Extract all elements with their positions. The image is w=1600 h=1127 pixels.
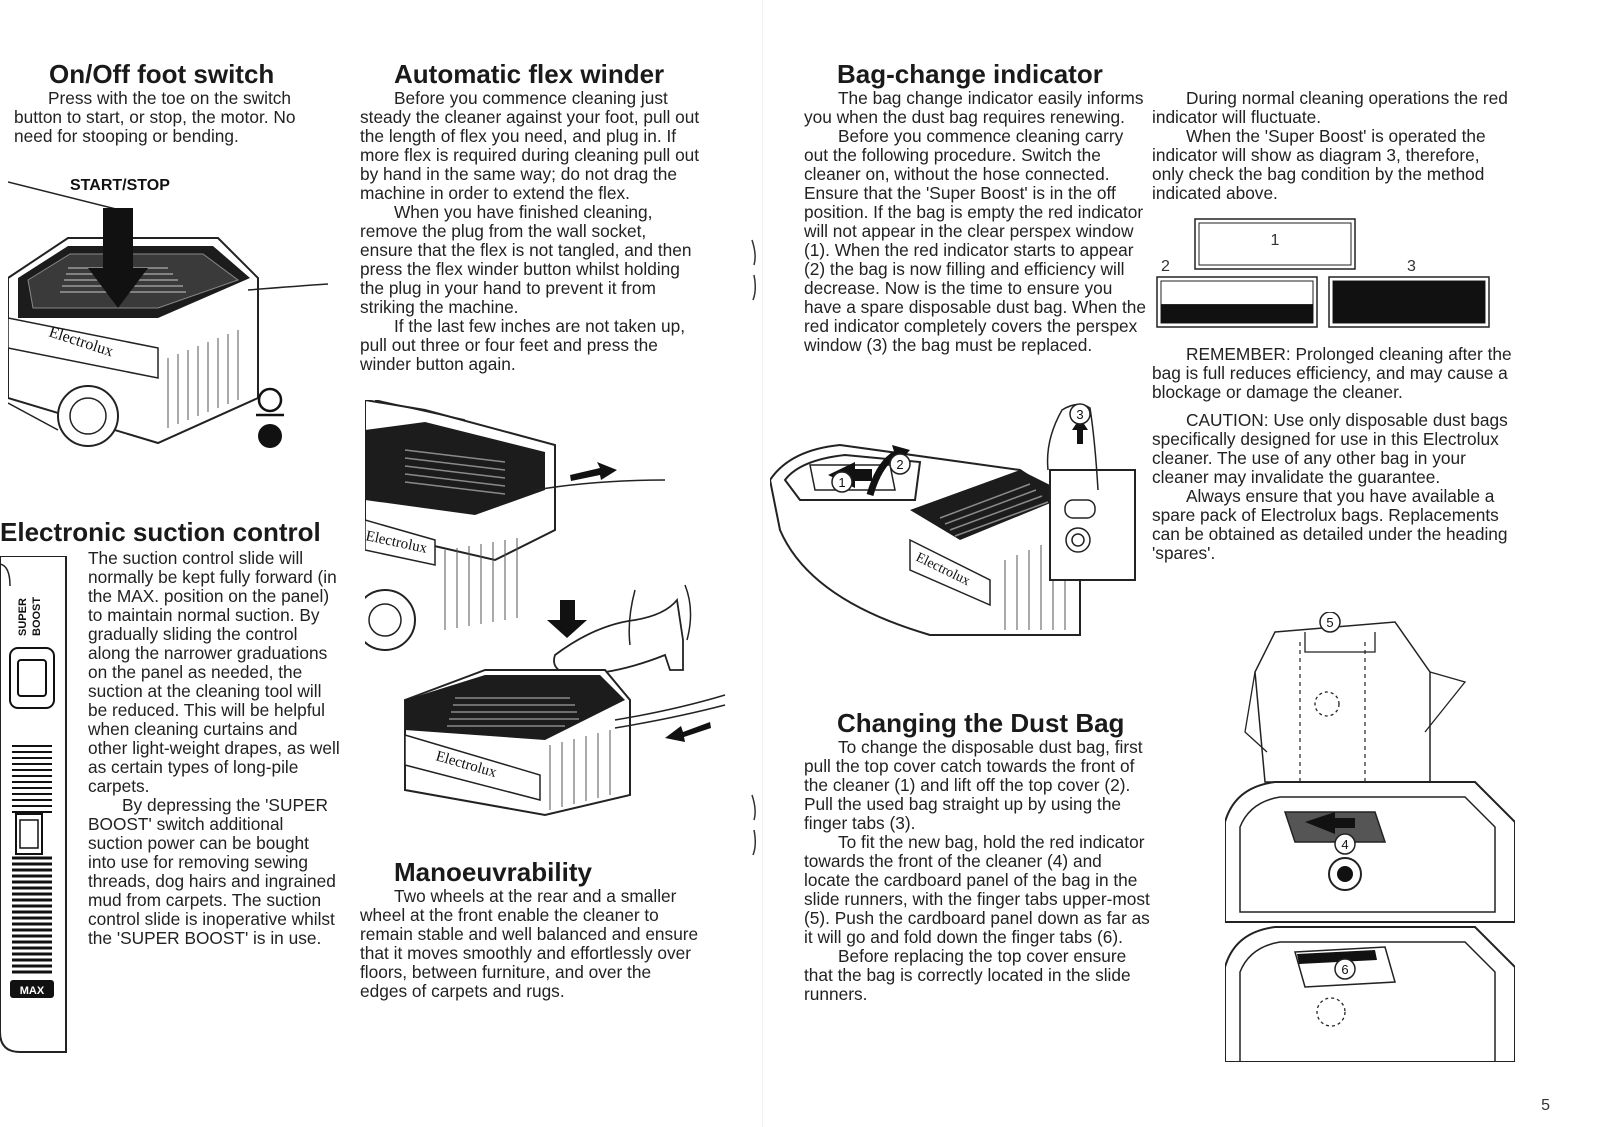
suction-paragraph-1: The suction control slide will normally …	[88, 548, 340, 796]
onoff-title: On/Off foot switch	[49, 59, 275, 89]
bag-callout-3: 3	[1076, 407, 1083, 422]
dustbag-paragraph-3: Before replacing the top cover ensure th…	[804, 946, 1131, 1004]
fit-callout-4: 4	[1341, 837, 1348, 852]
onoff-paragraph: Press with the toe on the switch button …	[14, 88, 296, 146]
warnings: REMEMBER: Prolonged cleaning after the b…	[1152, 345, 1514, 563]
indicator-window-3-fill	[1333, 281, 1485, 323]
flex-paragraph-3: If the last few inches are not taken up,…	[360, 316, 686, 374]
manoeuvrability-title: Manoeuvrability	[394, 857, 592, 887]
suction-title: Electronic suction control	[0, 517, 321, 547]
indicator-diagram: 1 2 3	[1156, 218, 1490, 328]
indicator-window-1-inner	[1198, 222, 1352, 266]
bag-callout-1: 1	[838, 475, 845, 490]
onoff-body: Press with the toe on the switch button …	[14, 89, 330, 146]
dustbag-paragraph-2: To fit the new bag, hold the red indicat…	[804, 832, 1150, 947]
flex-body: Before you commence cleaning just steady…	[360, 89, 702, 374]
bag-callout-2: 2	[896, 457, 903, 472]
super-label: SUPER	[17, 598, 29, 636]
binding-mark-1	[751, 239, 757, 301]
suction-body: The suction control slide will normally …	[88, 549, 340, 948]
remember-paragraph: REMEMBER: Prolonged cleaning after the b…	[1152, 344, 1512, 402]
page-crease	[762, 0, 763, 1127]
indicator-label-2: 2	[1161, 258, 1170, 275]
flex-paragraph-1: Before you commence cleaning just steady…	[360, 88, 700, 203]
fit-callout-6: 6	[1341, 962, 1348, 977]
indicator-paragraph-1: During normal cleaning operations the re…	[1152, 88, 1508, 127]
indicator-label-3: 3	[1407, 258, 1416, 275]
flex-winder-illustration: Electrolux Electrolux	[365, 400, 726, 817]
page-number: 5	[1541, 1097, 1550, 1114]
startstop-label: START/STOP	[70, 177, 170, 194]
flex-title: Automatic flex winder	[394, 59, 665, 89]
bagchange-paragraph-1: The bag change indicator easily informs …	[804, 88, 1144, 127]
dustbag-paragraph-1: To change the disposable dust bag, first…	[804, 737, 1143, 833]
dustbag-body: To change the disposable dust bag, first…	[804, 738, 1152, 1004]
binding-mark-2	[751, 794, 757, 856]
bag-fitting-illustration: 5 4 6	[1225, 612, 1515, 1062]
caution-paragraph: CAUTION: Use only disposable dust bags s…	[1152, 410, 1508, 487]
suction-panel-illustration: SUPER BOOST MAX	[0, 556, 67, 1053]
manoeuvrability-paragraph: Two wheels at the rear and a smaller whe…	[360, 886, 699, 1001]
bagchange-title: Bag-change indicator	[837, 59, 1103, 89]
fit-callout-5: 5	[1326, 615, 1333, 630]
dustbag-title: Changing the Dust Bag	[837, 708, 1125, 738]
indicator-notes: During normal cleaning operations the re…	[1152, 89, 1514, 203]
suction-paragraph-2: By depressing the 'SUPER BOOST' switch a…	[88, 795, 336, 948]
indicator-paragraph-2: When the 'Super Boost' is operated the i…	[1152, 126, 1486, 203]
max-label: MAX	[20, 985, 45, 997]
bagchange-paragraph-2: Before you commence cleaning carry out t…	[804, 126, 1147, 355]
manoeuvrability-body: Two wheels at the rear and a smaller whe…	[360, 887, 702, 1001]
flex-paragraph-2: When you have finished cleaning, remove …	[360, 202, 692, 317]
indicator-label-1: 1	[1271, 232, 1280, 249]
always-paragraph: Always ensure that you have available a …	[1152, 486, 1508, 563]
foot-switch-illustration: START/STOP Electrolux	[8, 177, 329, 448]
bagchange-body: The bag change indicator easily informs …	[804, 89, 1152, 355]
bag-removal-illustration: 2 1 Electrolux 3	[770, 403, 1136, 636]
indicator-window-2-fill	[1161, 304, 1313, 323]
boost-label: BOOST	[31, 597, 43, 636]
